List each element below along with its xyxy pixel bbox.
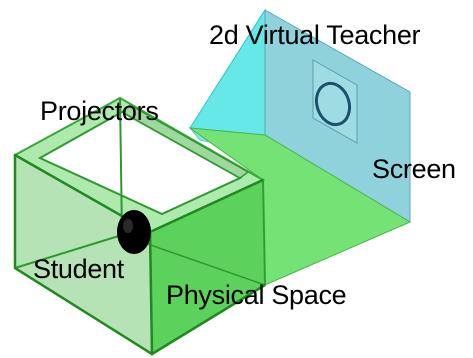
- teacher-head-icon: [314, 81, 352, 127]
- student-marker: [117, 210, 151, 254]
- virtual-teacher-label: 2d Virtual Teacher: [209, 20, 421, 50]
- student-label: Student: [33, 254, 124, 284]
- projectors-label: Projectors: [40, 96, 159, 126]
- physical-space-box: [12, 96, 267, 356]
- floor-plane: [188, 127, 412, 286]
- screen-label: Screen: [372, 154, 456, 184]
- teacher-image-frame: [312, 59, 358, 144]
- physical-space-label: Physical Space: [166, 280, 347, 310]
- projector-rail: [120, 104, 250, 179]
